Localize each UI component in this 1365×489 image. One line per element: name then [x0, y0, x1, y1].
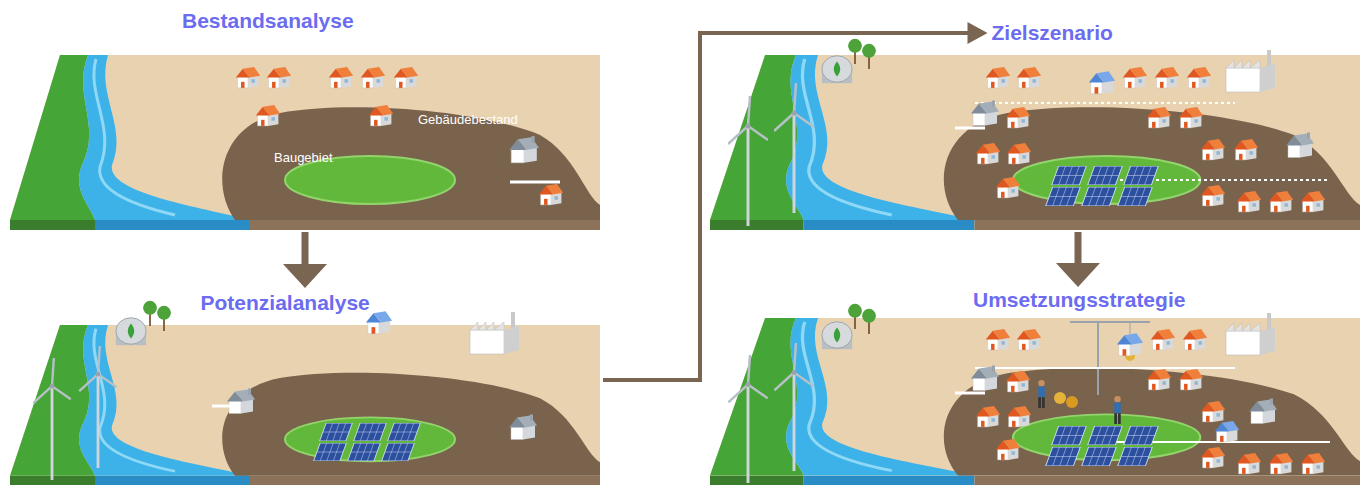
target-scenario-map [710, 39, 1360, 230]
flow-arrow [1056, 232, 1100, 287]
implementation-map [710, 304, 1360, 485]
stage-panel: Potenzialanalyse [5, 288, 603, 486]
arrow-line [302, 232, 309, 269]
flow-arrow [603, 22, 988, 380]
arrow-line [603, 33, 972, 380]
stage-title: Umsetzungsstrategie [973, 287, 1185, 313]
arrow-head [968, 22, 988, 44]
arrow-head [283, 264, 327, 288]
stage-title: Bestandsanalyse [182, 8, 354, 34]
stage-title: Zielszenario [992, 20, 1113, 46]
stage-panel: Umsetzungsstrategie [708, 287, 1362, 487]
arrow-line [1075, 232, 1082, 268]
stage-panel: Zielszenario [708, 20, 1362, 232]
stage-title: Potenzialanalyse [201, 290, 370, 316]
potential-map [10, 301, 600, 485]
area-label: Baugebiet [274, 150, 333, 166]
flow-arrow [283, 232, 327, 288]
arrow-head [1056, 263, 1100, 287]
area-label: Gebäudebestand [418, 112, 518, 128]
existing-state-map [10, 55, 600, 230]
